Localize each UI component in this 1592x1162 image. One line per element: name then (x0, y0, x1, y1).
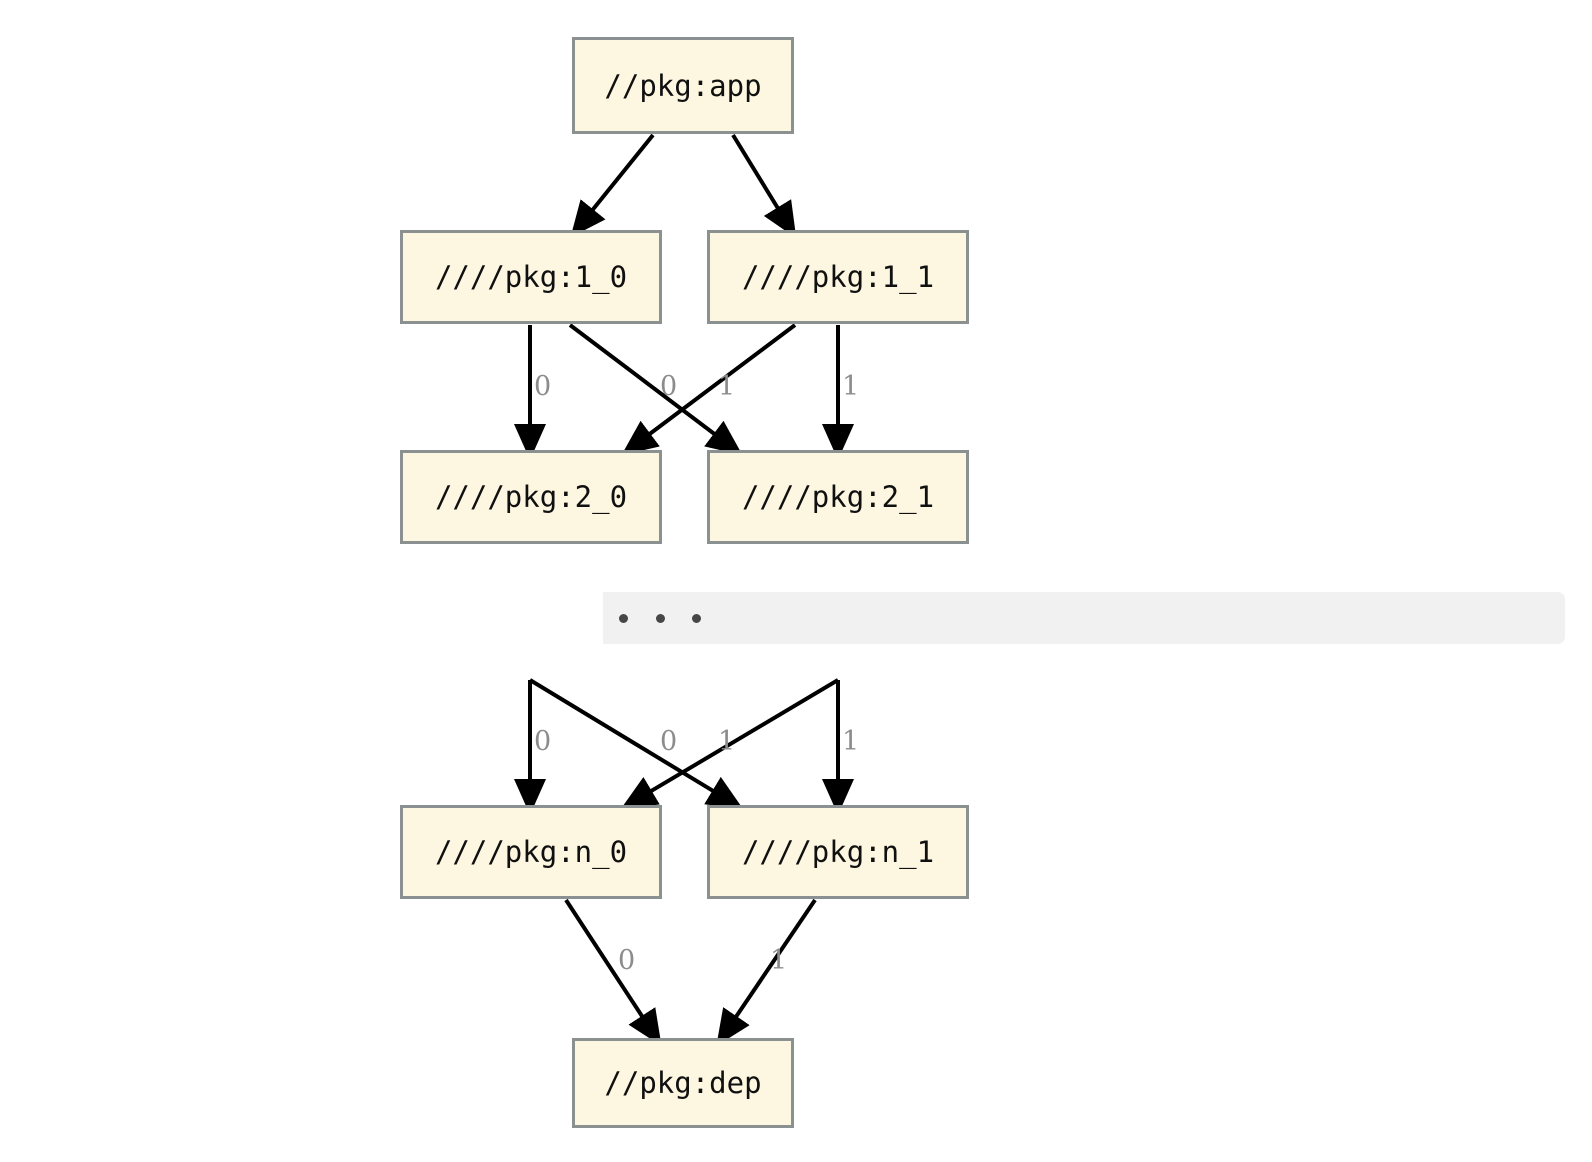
edge-label: 0 (534, 726, 552, 757)
edge-l1_0-to-l2_1 (568, 323, 743, 456)
edge-app-to-l1_0 (570, 133, 655, 238)
edge-app-to-l1_1 (731, 133, 797, 239)
edge-upper-to-ln_1 (528, 678, 744, 810)
node-l1_0[interactable]: ////pkg:1_0 (400, 230, 662, 324)
node-label: //pkg:dep (604, 1066, 762, 1100)
node-label: ////pkg:2_0 (434, 480, 628, 514)
edge-label: 0 (618, 945, 636, 976)
node-label: ////pkg:2_1 (741, 480, 935, 514)
edge-label: 0 (660, 726, 678, 757)
edge-group (514, 133, 854, 1047)
edge-label: 1 (718, 726, 736, 757)
ellipsis-dot (619, 614, 628, 623)
node-ln_0[interactable]: ////pkg:n_0 (400, 805, 662, 899)
node-l1_1[interactable]: ////pkg:1_1 (707, 230, 969, 324)
ellipsis-band (603, 592, 1565, 644)
node-app[interactable]: //pkg:app (572, 37, 794, 134)
edge-label: 1 (842, 726, 860, 757)
edge-label: 0 (660, 371, 678, 402)
edge-upper-to-ln_0 (620, 678, 840, 810)
edge-label: 1 (842, 371, 860, 402)
node-label: ////pkg:n_0 (434, 835, 628, 869)
edge-label: 1 (770, 945, 788, 976)
node-ln_1[interactable]: ////pkg:n_1 (707, 805, 969, 899)
node-dep[interactable]: //pkg:dep (572, 1038, 794, 1128)
edge-label: 1 (718, 371, 736, 402)
node-label: ////pkg:n_1 (741, 835, 935, 869)
node-l2_0[interactable]: ////pkg:2_0 (400, 450, 662, 544)
node-label: ////pkg:1_1 (741, 260, 935, 294)
node-label: //pkg:app (604, 68, 762, 103)
edge-ln_1-to-dep (716, 898, 817, 1046)
node-l2_1[interactable]: ////pkg:2_1 (707, 450, 969, 544)
ellipsis-dot (656, 614, 665, 623)
edge-l1_1-to-l2_0 (621, 323, 797, 456)
edge-ln_0-to-dep (564, 898, 662, 1047)
ellipsis-dot (692, 614, 701, 623)
node-label: ////pkg:1_0 (434, 260, 628, 294)
edge-label: 0 (534, 371, 552, 402)
